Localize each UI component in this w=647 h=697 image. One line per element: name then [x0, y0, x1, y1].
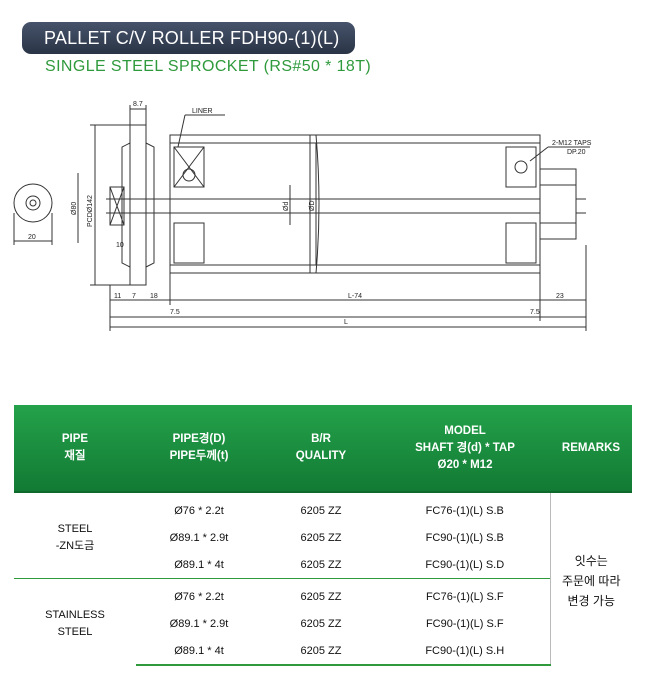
- roller-technical-drawing: 8.7 LINER 2-M12 TAPS DP.20 PCDØ142 Ø80 Ø…: [13, 101, 592, 331]
- material-cell: STEEL -ZN도금: [55, 522, 95, 552]
- bearing-cell: 6205 ZZ: [300, 617, 342, 630]
- size-cell: Ø89.1 * 2.9t: [169, 531, 229, 544]
- dim-10-label: 10: [116, 242, 124, 249]
- table-row: STEEL -ZN도금 Ø76 * 2.2t 6205 ZZ FC76-(1)(…: [14, 492, 632, 665]
- end-view-inner: [25, 195, 41, 211]
- dim-7-label: 7: [132, 293, 136, 300]
- model-cell: FC90-(1)(L) S.D: [425, 558, 505, 571]
- bearing-cell: 6205 ZZ: [300, 531, 342, 544]
- dim-18-label: 18: [150, 293, 158, 300]
- bearing-cell: 6205 ZZ: [262, 637, 380, 666]
- model-cell: FC76-(1)(L) S.B: [425, 504, 504, 517]
- table-row: Ø89.1 * 4t 6205 ZZ FC90-(1)(L) S.D: [14, 551, 632, 579]
- model-cell: FC90-(1)(L) S.H: [380, 637, 550, 666]
- pcd-label: PCDØ142: [87, 195, 94, 227]
- tap-depth-label: DP.20: [567, 149, 586, 156]
- material-cell: STAINLESS STEEL: [14, 578, 136, 665]
- model-cell: FC76-(1)(L) S.F: [380, 578, 550, 610]
- dim-75b-label: 7.5: [530, 309, 540, 316]
- dim-11-label: 11: [114, 293, 121, 300]
- page-title: PALLET C/V ROLLER FDH90-(1)(L): [22, 22, 355, 54]
- shaft-end-block: [109, 186, 125, 226]
- table-row: Ø89.1 * 2.9t 6205 ZZ FC90-(1)(L) S.F: [14, 610, 632, 637]
- dim-23-label: 23: [556, 293, 564, 300]
- table-row: STAINLESS STEEL Ø76 * 2.2t 6205 ZZ FC76-…: [14, 578, 632, 665]
- bearing-cell: 6205 ZZ: [262, 578, 380, 610]
- roller-pipe: [169, 134, 541, 274]
- remarks-cell: 잇수는 주문에 따라 변경 가능: [549, 492, 632, 665]
- page-subtitle: SINGLE STEEL SPROCKET (RS#50 * 18T): [45, 58, 372, 75]
- dim-75a-label: 7.5: [170, 309, 180, 316]
- size-cell: Ø89.1 * 4t: [136, 637, 262, 666]
- dim-l74-label: L-74: [348, 293, 362, 300]
- table-row: Ø89.1 * 4t 6205 ZZ FC90-(1)(L) S.H: [14, 637, 632, 666]
- header-pipe-material: PIPE 재질: [14, 405, 136, 493]
- spec-table: PIPE 재질 PIPE경(D) PIPE두께(t) B/R QUALITY M…: [14, 405, 632, 666]
- tap-label: 2-M12 TAPS: [552, 140, 592, 147]
- shaft-dia-label: Ød: [283, 202, 290, 211]
- dim-l-label: L: [344, 319, 348, 326]
- end-view-outer: [13, 183, 53, 223]
- bearing-cell: 6205 ZZ: [300, 504, 342, 517]
- size-cell: Ø89.1 * 4t: [174, 558, 224, 571]
- pipe-dia-label: ØD: [309, 201, 316, 212]
- size-cell: Ø76 * 2.2t: [174, 504, 224, 517]
- model-cell: FC90-(1)(L) S.B: [425, 531, 504, 544]
- table-header-row: PIPE 재질 PIPE경(D) PIPE두께(t) B/R QUALITY M…: [14, 405, 632, 493]
- left-dia-label: Ø80: [71, 202, 78, 215]
- dim-top-label: 8.7: [133, 101, 143, 108]
- hex-nut: [539, 168, 577, 240]
- header-pipe-size: PIPE경(D) PIPE두께(t): [136, 405, 262, 493]
- size-cell: Ø76 * 2.2t: [136, 578, 262, 610]
- liner-label: LINER: [192, 108, 213, 115]
- sprocket-outline: [129, 124, 147, 286]
- table-row: Ø89.1 * 2.9t 6205 ZZ FC90-(1)(L) S.B: [14, 524, 632, 551]
- end-width-label: 20: [28, 234, 36, 241]
- bearing-cell: 6205 ZZ: [300, 558, 342, 571]
- header-remarks: REMARKS: [550, 405, 632, 493]
- size-cell: Ø89.1 * 2.9t: [169, 617, 229, 630]
- header-bearing: B/R QUALITY: [262, 405, 380, 493]
- header-model: MODEL SHAFT 경(d) * TAP Ø20 * M12: [380, 405, 550, 493]
- model-cell: FC90-(1)(L) S.F: [425, 617, 504, 630]
